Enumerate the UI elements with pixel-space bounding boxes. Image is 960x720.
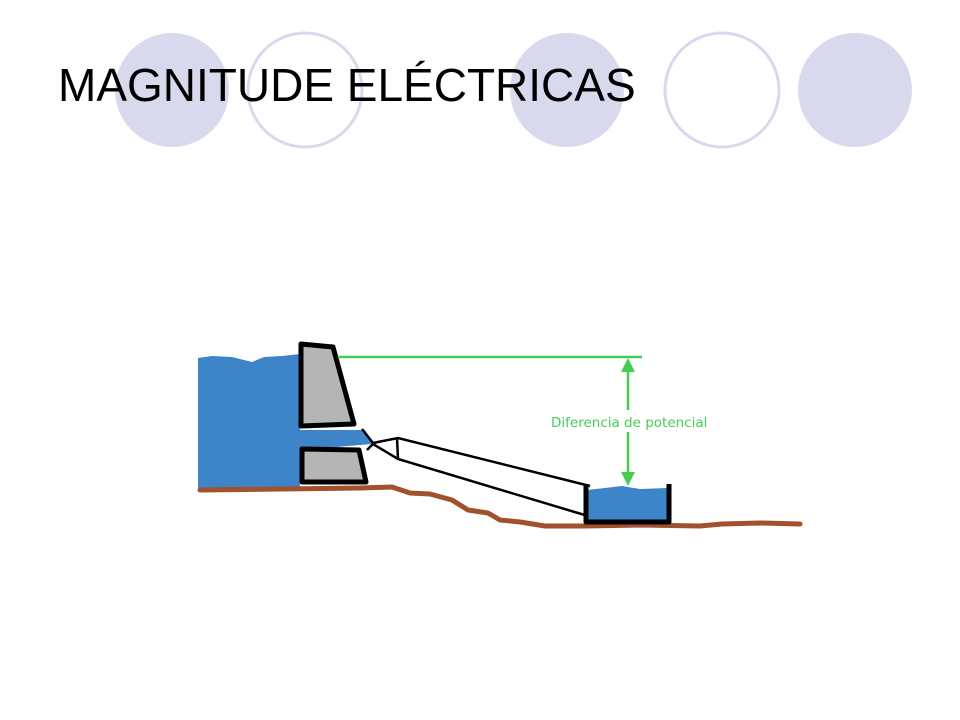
- penstock-joint: [395, 437, 400, 460]
- decor-circle-outline-2: [663, 31, 781, 149]
- ground-line: [197, 484, 803, 529]
- decor-circle-outline-1: [246, 31, 364, 149]
- potential-label: Diferencia de potencial: [551, 415, 707, 431]
- decor-circle-filled-1: [115, 33, 229, 147]
- potential-arrowhead-down: [621, 472, 635, 486]
- dam-upper: [298, 341, 357, 429]
- penstock-top: [361, 428, 591, 488]
- decor-circle-filled-2: [510, 33, 624, 147]
- reservoir-water: [198, 354, 300, 488]
- basin-walls: [583, 484, 672, 525]
- potential-arrowhead-up: [621, 358, 635, 372]
- dam-lower: [299, 446, 369, 485]
- decorative-circles: [115, 31, 912, 149]
- penstock-bottom: [366, 442, 589, 518]
- decor-circle-filled-3: [798, 33, 912, 147]
- slide-title: MAGNITUDE ELÉCTRICAS: [58, 59, 636, 111]
- basin-water: [587, 486, 668, 521]
- intake-water: [300, 430, 372, 450]
